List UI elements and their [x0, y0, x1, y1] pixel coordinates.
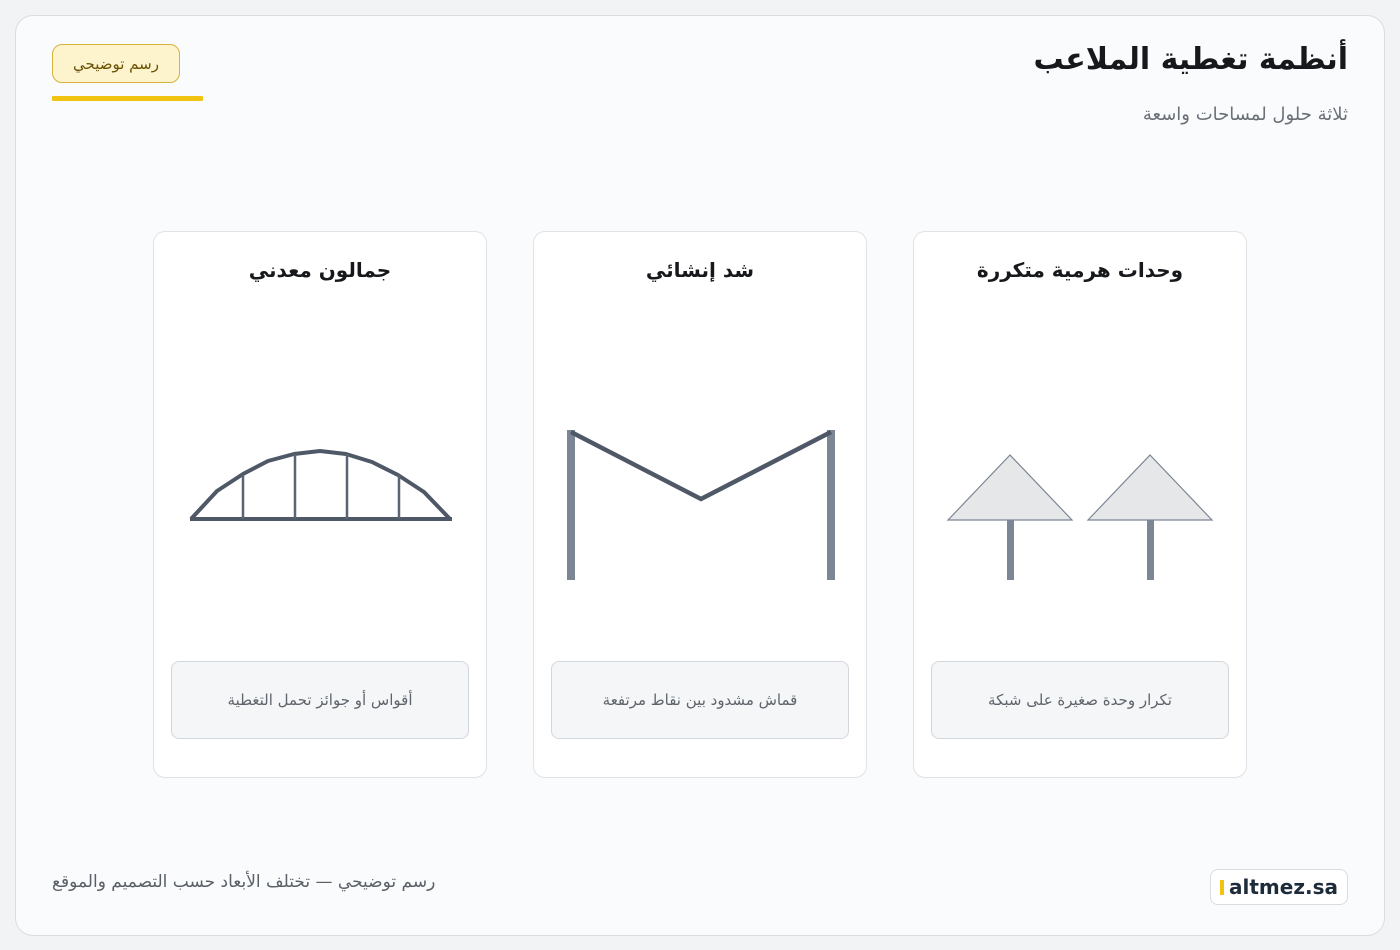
pyramid-canopy-right — [1086, 454, 1214, 521]
tensile-mast-right — [827, 430, 835, 580]
brand-name: altmez.sa — [1229, 875, 1338, 899]
footer-note: رسم توضيحي — تختلف الأبعاد حسب التصميم و… — [52, 872, 436, 892]
page-title: أنظمة تغطية الملاعب — [1033, 42, 1348, 77]
card-caption-steel-truss: أقواس أو جوائز تحمل التغطية — [171, 661, 469, 739]
pyramid-pole-right — [1147, 520, 1154, 580]
brand-mark — [1220, 879, 1225, 895]
card-title-tensile-structure: شد إنشائي — [645, 258, 755, 282]
pyramid-units-illustration — [946, 454, 1214, 580]
card-title-steel-truss: جمالون معدني — [248, 258, 392, 282]
card-caption-tensile-structure: قماش مشدود بين نقاط مرتفعة — [551, 661, 849, 739]
illustration-badge: رسم توضيحي — [52, 44, 180, 83]
tensile-illustration — [567, 429, 835, 580]
truss-illustration — [189, 449, 452, 521]
truss-top-arch — [189, 449, 452, 521]
brand-badge[interactable]: altmez.sa — [1210, 869, 1348, 905]
card-title-modular-units: وحدات هرمية متكررة — [976, 258, 1184, 282]
card-caption-modular-units: تكرار وحدة صغيرة على شبكة — [931, 661, 1229, 739]
pyramid-canopy-left — [946, 454, 1074, 521]
badge-underline — [52, 96, 203, 101]
pyramid-pole-left — [1007, 520, 1014, 580]
tensile-mast-left — [567, 430, 575, 580]
tensile-membrane-line — [569, 429, 833, 502]
page-subtitle: ثلاثة حلول لمساحات واسعة — [1142, 104, 1348, 125]
